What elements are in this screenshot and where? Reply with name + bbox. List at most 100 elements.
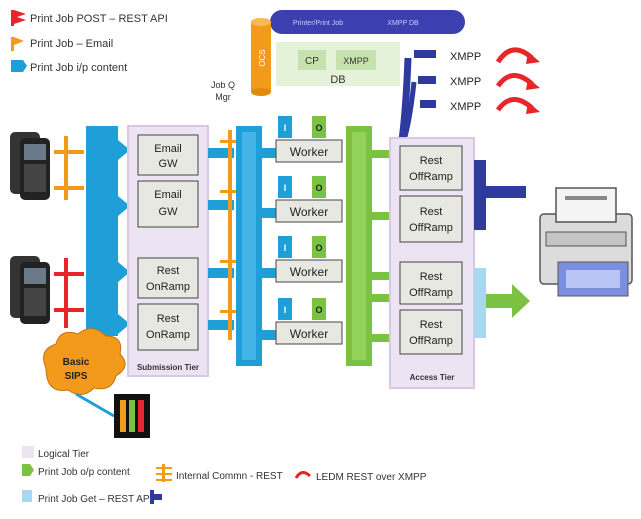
rest-offramp-4	[399, 309, 463, 355]
email-gw-1-line1: Email	[154, 143, 182, 155]
access-tier-label: Access Tier	[410, 373, 455, 382]
phone-group-top	[10, 132, 50, 200]
input-queue-label: I	[284, 183, 287, 193]
rest-offramp-4-line1: Rest	[420, 319, 443, 331]
submission-tier: Submission Tier Email GW Email GW Rest O…	[127, 125, 209, 377]
output-queue-cylinder	[312, 176, 326, 198]
jobq-line2: Mgr	[215, 92, 231, 102]
input-queue-cylinder	[278, 116, 292, 138]
legend-email-label: Print Job – Email	[30, 38, 113, 50]
ocs-label: OCS	[258, 49, 267, 66]
rest-offramp-1	[399, 145, 463, 191]
input-content-icon	[11, 60, 27, 72]
ocs-cylinder: OCS	[251, 18, 271, 96]
sips-cloud: Basic SIPS	[43, 328, 126, 395]
logical-tier-swatch	[22, 446, 34, 458]
legend-ledm-label: LEDM REST over XMPP	[316, 472, 427, 483]
email-gw-2	[137, 180, 199, 228]
phone-group-bottom	[10, 256, 50, 324]
input-queue-cylinder	[278, 236, 292, 258]
input-queue-label: I	[284, 305, 287, 315]
rest-onramp-1	[137, 257, 199, 299]
xmpp-cache-box	[336, 50, 376, 70]
legend-logical-label: Logical Tier	[38, 449, 90, 460]
db-cluster: Printer/Print Job XMPP DB CP XMPP DB OCS	[251, 10, 465, 96]
rest-offramp-2-line1: Rest	[420, 206, 443, 218]
input-queue-cylinder	[278, 176, 292, 198]
rest-offramp-2-line2: OffRamp	[409, 222, 453, 234]
rest-offramp-3	[399, 261, 463, 305]
input-queue-label: I	[284, 123, 287, 133]
email-gw-2-line1: Email	[154, 189, 182, 201]
access-to-printer	[474, 160, 530, 338]
ledm-arrow-3-icon	[495, 97, 534, 112]
input-queue-cylinder	[278, 298, 292, 320]
cp-box	[298, 50, 326, 70]
legend-top: Print Job POST – REST API Print Job – Em…	[11, 10, 168, 74]
legend-bottom: Logical Tier Print Job o/p content Inter…	[22, 446, 427, 505]
rest-onramp-2-line1: Rest	[157, 313, 180, 325]
legend-ip-label: Print Job i/p content	[30, 62, 127, 74]
worker-label: Worker	[290, 265, 328, 279]
output-queue-label: O	[315, 243, 322, 253]
worker-unit-2: I O Worker	[275, 176, 343, 223]
output-queue-cylinder	[312, 298, 326, 320]
output-queue-cylinder	[312, 236, 326, 258]
submission-tier-label: Submission Tier	[137, 363, 199, 372]
output-queue-label: O	[315, 305, 322, 315]
legend-get-label: Print Job Get – REST API	[38, 494, 152, 505]
rest-offramp-3-line2: OffRamp	[409, 287, 453, 299]
rest-offramp-1-line1: Rest	[420, 155, 443, 167]
legend-op-label: Print Job o/p content	[38, 467, 130, 478]
db-label: DB	[330, 74, 345, 86]
sips-line1: Basic	[63, 357, 90, 368]
worker-box	[275, 259, 343, 283]
job-queue-column	[236, 126, 262, 366]
xmpp-node-2: XMPP	[450, 76, 481, 88]
internal-comm-icon	[156, 464, 172, 482]
worker-box	[275, 199, 343, 223]
get-content-icon	[22, 490, 32, 502]
worker-unit-3: I O Worker	[275, 236, 343, 283]
email-gw-1	[137, 134, 199, 176]
cp-label: CP	[305, 56, 319, 67]
access-tier: Access Tier Rest OffRamp Rest OffRamp Re…	[389, 137, 475, 389]
db-top-bar	[270, 10, 465, 34]
rest-offramp-3-line1: Rest	[420, 271, 443, 283]
xmpp-cache-label: XMPP	[343, 56, 369, 66]
rest-onramp-1-line2: OnRamp	[146, 281, 190, 293]
xmpp-node-3: XMPP	[450, 101, 481, 113]
submission-to-queue	[208, 130, 240, 340]
sips-link	[75, 392, 115, 418]
rest-onramp-2-line2: OnRamp	[146, 329, 190, 341]
output-content-icon	[22, 464, 34, 476]
email-gw-2-line2: GW	[159, 206, 179, 218]
printer-job-label: Printer/Print Job	[293, 20, 343, 27]
worker-to-access	[346, 126, 390, 366]
worker-unit-4: I O Worker	[275, 298, 343, 345]
legend-post-label: Print Job POST – REST API	[30, 13, 168, 25]
rest-onramp-2	[137, 303, 199, 351]
worker-box	[275, 139, 343, 163]
xmpp-nodes: XMPP XMPP XMPP	[398, 47, 540, 141]
sips-line2: SIPS	[65, 371, 88, 382]
email-gw-1-line2: GW	[159, 158, 179, 170]
xmpp-db-label: XMPP DB	[387, 20, 419, 27]
sips-device-icon	[114, 394, 150, 438]
jobq-line1: Job Q	[211, 80, 235, 90]
printer-icon	[539, 187, 633, 297]
output-queue-cylinder	[312, 116, 326, 138]
worker-label: Worker	[290, 327, 328, 341]
rest-offramp-1-line2: OffRamp	[409, 171, 453, 183]
worker-box	[275, 321, 343, 345]
rest-offramp-4-line2: OffRamp	[409, 335, 453, 347]
input-queue-label: I	[284, 243, 287, 253]
get-api-icon	[150, 490, 154, 504]
worker-label: Worker	[290, 205, 328, 219]
ledm-legend-icon	[294, 471, 312, 479]
output-queue-label: O	[315, 183, 322, 193]
